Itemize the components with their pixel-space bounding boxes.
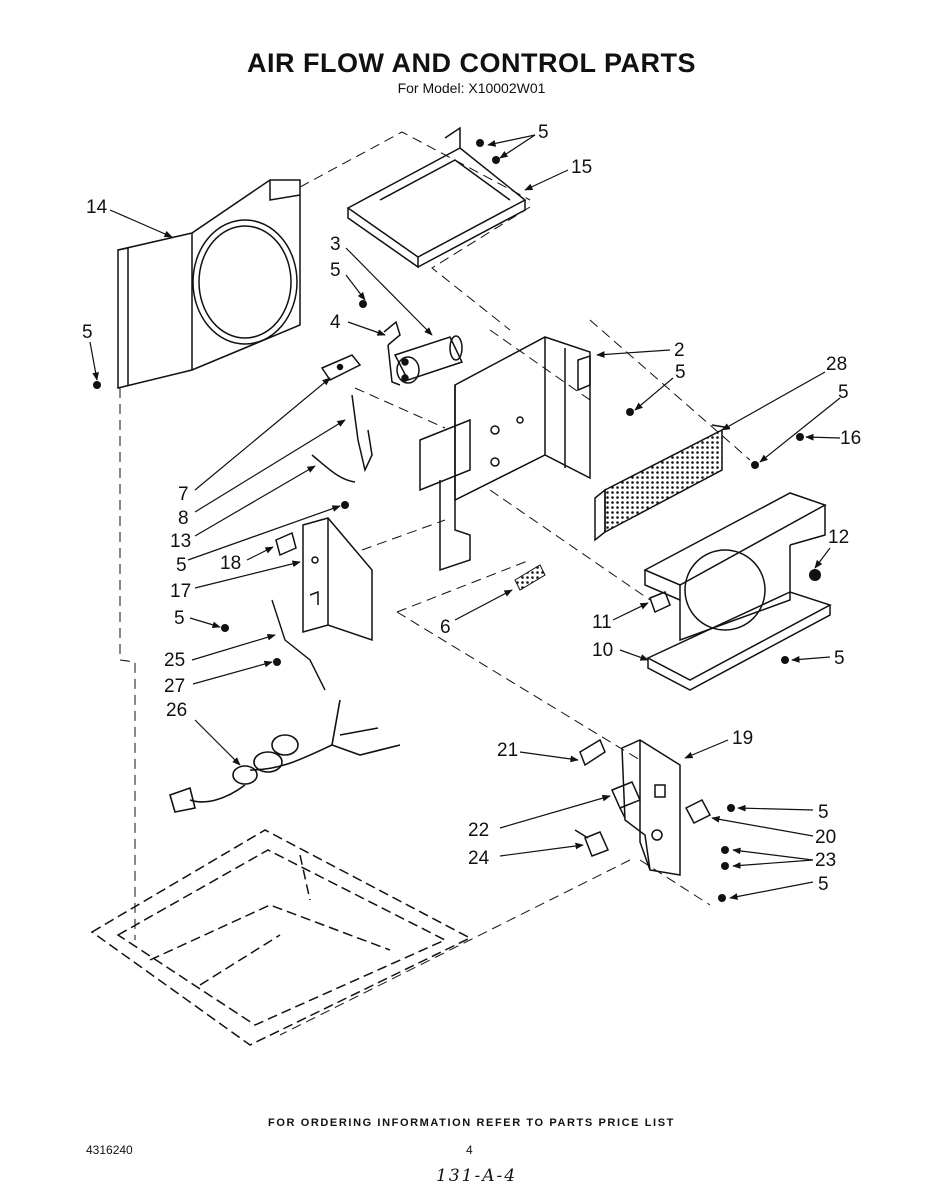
callout-6: 6 xyxy=(440,617,451,638)
part-13-wire-lead xyxy=(311,454,356,483)
callout-16: 16 xyxy=(840,428,861,449)
callout-5-g: 5 xyxy=(818,802,829,823)
callout-5-b: 5 xyxy=(675,362,686,383)
callout-7: 7 xyxy=(178,484,189,505)
callout-10: 10 xyxy=(592,640,613,661)
callout-labels: 5 15 14 3 5 4 5 2 5 28 5 16 7 8 13 5 18 … xyxy=(82,122,861,895)
callout-12: 12 xyxy=(828,527,849,548)
ordering-note: FOR ORDERING INFORMATION REFER TO PARTS … xyxy=(268,1117,675,1129)
part-15-top-bracket xyxy=(346,126,527,269)
document-number: 4316240 xyxy=(86,1143,133,1157)
part-3-capacitor xyxy=(393,335,464,384)
part-6-mesh xyxy=(514,564,546,591)
callout-28: 28 xyxy=(826,354,847,375)
part-22-selector-switch xyxy=(610,781,642,819)
part-24-thermostat xyxy=(574,829,610,857)
callout-15: 15 xyxy=(571,157,592,178)
callout-leader-lines xyxy=(89,134,841,900)
callout-21: 21 xyxy=(497,740,518,761)
part-10-drain-tray xyxy=(646,591,832,691)
callout-22: 22 xyxy=(468,820,489,841)
part-28-grille xyxy=(594,424,731,542)
callout-27: 27 xyxy=(164,676,185,697)
part-4-capacitor-clamp xyxy=(383,320,401,386)
assembly-dash-lines xyxy=(119,131,751,1036)
callout-24: 24 xyxy=(468,848,490,869)
callout-5-f: 5 xyxy=(834,648,845,669)
callout-20: 20 xyxy=(815,827,836,848)
callout-11: 11 xyxy=(592,612,612,633)
part-8-wire xyxy=(351,394,373,473)
part-25-wire-harness xyxy=(271,599,326,691)
callout-13: 13 xyxy=(170,531,191,552)
part-21-bracket xyxy=(579,738,606,767)
part-blower-assembly xyxy=(643,492,827,642)
handwritten-note: 131-A-4 xyxy=(436,1166,518,1186)
part-2-control-bulkhead xyxy=(419,336,591,572)
callout-4: 4 xyxy=(330,312,341,333)
callout-5-d: 5 xyxy=(176,555,187,576)
callout-5-c: 5 xyxy=(838,382,849,403)
callout-23: 23 xyxy=(815,850,836,871)
part-14-front-shroud xyxy=(117,179,301,389)
part-20-terminal-block xyxy=(684,799,712,824)
callout-5-e: 5 xyxy=(174,608,185,629)
screws xyxy=(93,139,804,902)
callout-17: 17 xyxy=(170,581,191,602)
callout-8: 8 xyxy=(178,508,189,529)
exploded-parts-diagram: 5 15 14 3 5 4 5 2 5 28 5 16 7 8 13 5 18 … xyxy=(82,122,861,1046)
part-26-power-cord xyxy=(169,699,401,813)
page-number: 4 xyxy=(466,1143,473,1157)
callout-18: 18 xyxy=(220,553,241,574)
callout-19: 19 xyxy=(732,728,753,749)
callout-5-left: 5 xyxy=(82,322,93,343)
part-11-connector xyxy=(649,591,671,614)
part-12-nut xyxy=(809,569,821,581)
callout-5-top: 5 xyxy=(538,122,549,143)
callout-25: 25 xyxy=(164,650,185,671)
part-19-control-panel xyxy=(621,739,681,876)
callout-26: 26 xyxy=(166,700,187,721)
callout-2: 2 xyxy=(674,340,685,361)
model-subtitle: For Model: X10002W01 xyxy=(397,80,546,96)
page-title: AIR FLOW AND CONTROL PARTS xyxy=(247,48,696,78)
callout-5-a: 5 xyxy=(330,260,341,281)
base-pan xyxy=(90,829,472,1046)
part-7-bracket xyxy=(320,354,362,381)
callout-3: 3 xyxy=(330,234,341,255)
part-18-clip xyxy=(275,531,297,557)
callout-14: 14 xyxy=(86,197,108,218)
part-17-side-bracket xyxy=(302,517,373,642)
callout-5-h: 5 xyxy=(818,874,829,895)
